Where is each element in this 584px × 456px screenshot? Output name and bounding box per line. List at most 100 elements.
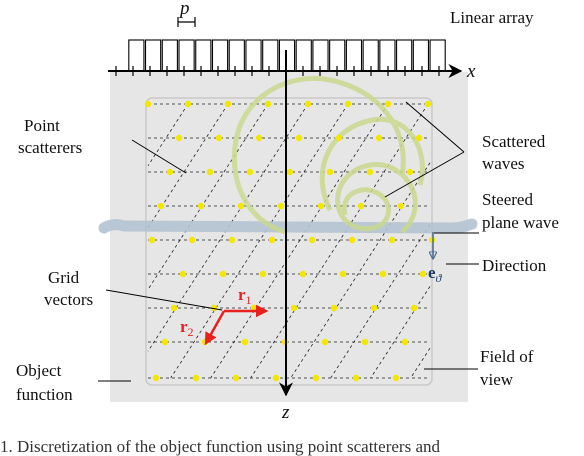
scatterer-point [170,304,178,312]
grid-line-slanted [330,224,431,379]
scattered-waves-label-line2: waves [482,154,524,173]
x-axis-label: x [466,61,476,82]
grid-line-slanted [290,162,431,379]
point-scatterers [144,100,436,382]
steered-plane-wave-label-line1: Steered [482,190,533,209]
scatterer-point [295,134,303,142]
object-function-label-line2: function [16,385,73,404]
scatterer-point [317,202,325,210]
field-of-view-label-line2: view [480,370,514,389]
grid-line-slanted [210,103,389,379]
scatterer-point [397,202,405,210]
array-element [245,39,262,72]
leader-lines [98,101,479,382]
scatterer-point [392,374,400,382]
pitch-label: p [178,0,190,19]
scatterer-point [206,168,214,176]
r1-label: r1 [238,285,252,307]
scatterer-point [308,236,316,244]
scatterer-point [232,374,240,382]
scatterer-point [277,202,285,210]
array-element [178,39,195,72]
x-axis-ticks [115,66,440,76]
r2-label: r2 [180,317,194,339]
z-axis-label: z [281,402,290,423]
array-element [429,39,446,72]
scatterer-point [401,338,409,346]
scatterer-point [415,134,423,142]
scatterer-point [264,100,272,108]
array-element [211,39,229,72]
grid-vector-r2 [204,310,226,346]
grid-line-slanted [147,103,189,167]
scatterer-point [175,134,183,142]
scatterer-point [330,304,338,312]
scatterer-point [237,202,245,210]
scatterer-point [304,100,312,108]
array-element [128,39,145,72]
scatterer-point [192,374,200,382]
grid-line-slanted [250,103,429,379]
grid-line-slanted [370,286,431,379]
array-element [144,39,162,72]
scatterer-point [348,236,356,244]
scatterer-point [406,168,414,176]
scattered-waves [231,76,425,235]
array-element [161,39,178,72]
array-element [396,39,413,72]
scatterer-point [215,134,223,142]
scatterer-point [375,134,383,142]
scatterer-point [388,236,396,244]
scatterer-point [255,134,263,142]
scatterer-point [428,236,436,244]
scatterer-point [370,304,378,312]
scatterer-point [366,168,374,176]
linear-array-label: Linear array [450,8,534,27]
scatterer-point [197,202,205,210]
scatterer-point [219,270,227,278]
steered-plane-wave-label-line2: plane wave [482,213,559,232]
scatterer-point [299,270,307,278]
scatterer-point [290,304,298,312]
array-element [195,39,212,72]
scatterer-point [326,168,334,176]
array-element [295,39,312,72]
scatterer-point [259,270,267,278]
scatterer-point [335,134,343,142]
scatterer-point [321,338,329,346]
grid-line-slanted [147,103,309,352]
grid-vectors-label-line1: Grid [48,268,80,287]
field-of-view-label-line1: Field of [480,347,534,366]
scatterer-point [419,270,427,278]
scatterer-point [188,236,196,244]
scatterer-point [410,304,418,312]
steered-plane-wave [98,218,478,234]
scatterer-point [268,236,276,244]
grid-vectors-label-line2: vectors [44,290,93,309]
scatterer-point [179,270,187,278]
scatterer-point [144,100,152,108]
scatterer-point [384,100,392,108]
object-region [110,72,468,402]
scatterer-point [161,338,169,346]
direction-label: Direction [482,256,547,275]
scatterer-point [246,168,254,176]
scatterer-point [272,374,280,382]
scatterer-point [344,100,352,108]
grid-line-slanted [170,103,349,379]
scatterer-point [424,100,432,108]
scatterer-point [224,100,232,108]
scatterer-point [312,374,320,382]
scatterer-point [184,100,192,108]
point-scatterers-label-line1: Point [24,116,60,135]
scatterer-point [228,236,236,244]
point-scatterers-label-line2: scatterers [18,138,82,157]
array-element [228,39,245,72]
scatterer-point [357,202,365,210]
scatterer-point [157,202,165,210]
scatterer-point [241,338,249,346]
linear-array [128,39,446,72]
scatterer-point [286,168,294,176]
figure-caption: 1. Discretization of the object function… [0,437,440,456]
